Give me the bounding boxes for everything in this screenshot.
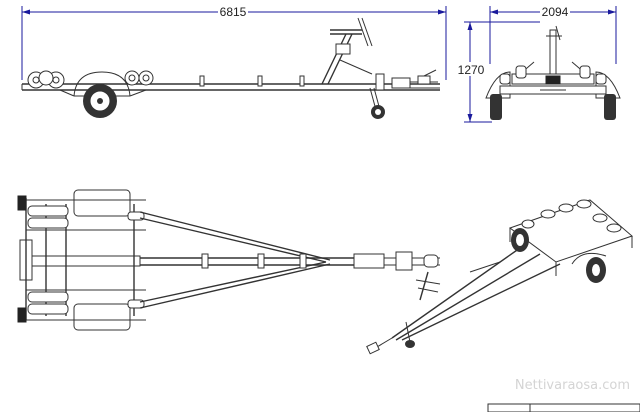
rear-view: 2094 1270: [456, 4, 621, 123]
length-dimension-label: 6815: [220, 5, 247, 19]
top-view: [17, 189, 440, 331]
jockey-wheel: [369, 73, 385, 119]
width-dimension-label: 2094: [542, 5, 569, 19]
isometric-view: [366, 199, 633, 355]
winch-post: [321, 17, 373, 85]
watermark-text: Nettivaraosa.com: [515, 378, 630, 393]
side-view: 6815: [21, 4, 447, 119]
side-rollers: [27, 70, 154, 89]
side-posts: [199, 75, 305, 87]
height-dimension: 1270: [456, 21, 540, 123]
length-dimension: 6815: [21, 4, 447, 80]
width-dimension: 2094: [489, 4, 617, 64]
title-block: [487, 403, 640, 412]
side-coupling: [391, 69, 440, 89]
side-wheel: [59, 71, 147, 118]
height-dimension-label: 1270: [458, 63, 485, 77]
